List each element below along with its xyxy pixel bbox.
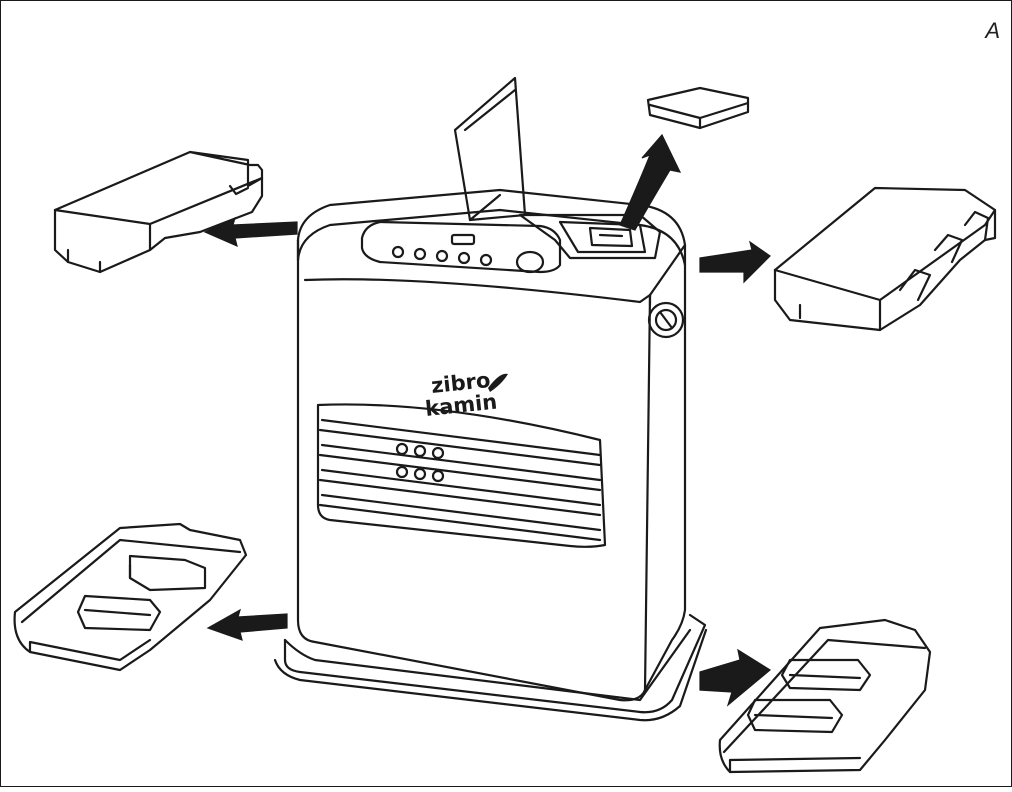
control-panel [360, 220, 562, 274]
arrow-left-top [203, 216, 298, 248]
heater-base-tray [283, 613, 707, 714]
control-dial [515, 250, 545, 274]
control-button-1 [391, 245, 405, 259]
figure-label: A [985, 18, 1000, 43]
brand-logo: zibro kamin [424, 368, 508, 421]
arrow-curved-up [619, 133, 682, 231]
side-knob [647, 301, 685, 339]
bottom-right-packing-foam [718, 618, 932, 774]
brand-leaf-icon [488, 373, 508, 392]
front-grille [316, 403, 607, 548]
control-button-5 [479, 253, 493, 267]
arrow-right-bottom [699, 648, 772, 707]
grille-knobs [395, 442, 445, 483]
top-right-packing-foam [773, 186, 997, 332]
heater-side-panel [643, 243, 687, 692]
display-window [450, 233, 476, 246]
heater-front-panel [296, 238, 652, 702]
control-button-4 [457, 251, 471, 265]
open-lid [453, 76, 527, 222]
arrow-left-bottom [206, 608, 288, 641]
heater-top-surface [296, 188, 687, 247]
control-button-2 [413, 247, 427, 261]
top-left-packing-foam [53, 150, 264, 274]
bottom-left-packing-foam [13, 522, 248, 672]
heater-body [273, 76, 708, 722]
arrow-right-top [699, 240, 771, 284]
control-button-3 [435, 249, 449, 263]
small-top-card [646, 86, 750, 130]
